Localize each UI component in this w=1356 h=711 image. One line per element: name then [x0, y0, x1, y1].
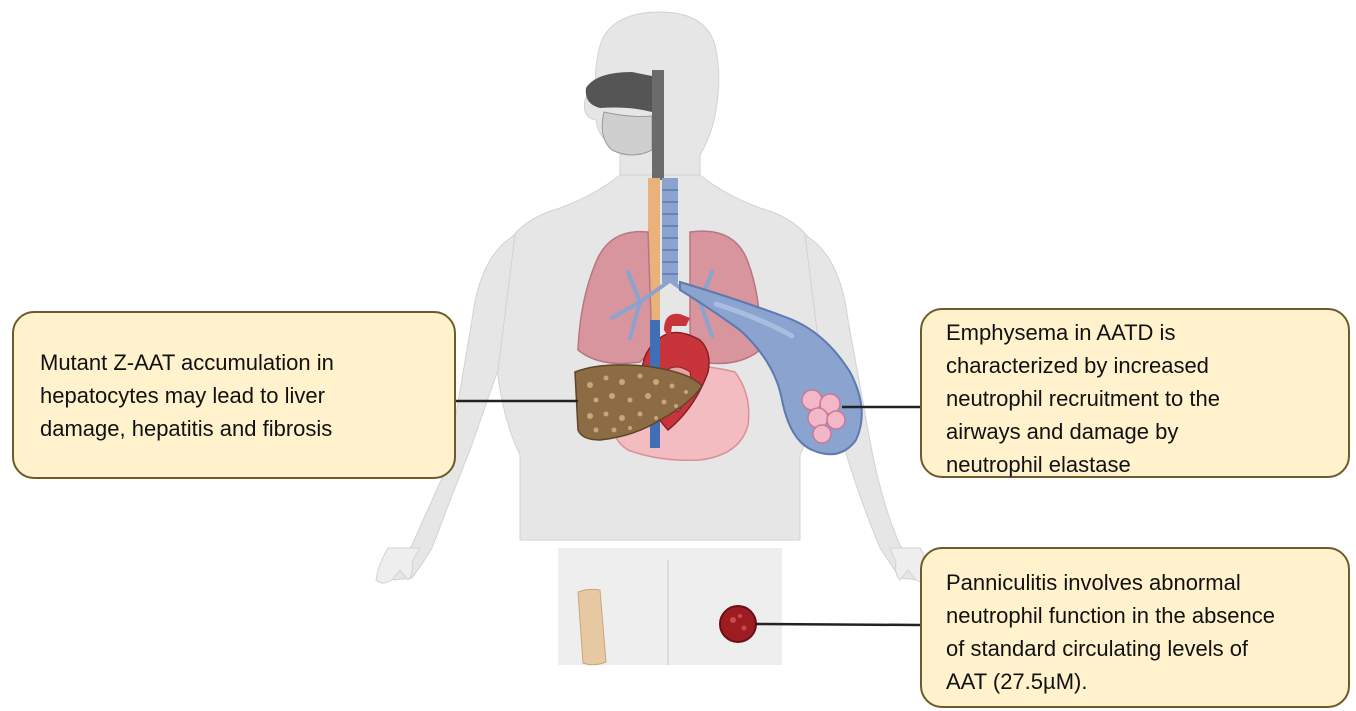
callout-emphysema-line: airways and damage by: [946, 415, 1348, 448]
callout-panniculitis-line: Panniculitis involves abnormal: [946, 566, 1348, 599]
callout-emphysema-line: characterized by increased: [946, 349, 1348, 382]
callout-emphysema-line: neutrophil elastase: [946, 448, 1348, 481]
callout-emphysema-line: neutrophil recruitment to the: [946, 382, 1348, 415]
callout-emphysema-line: Emphysema in AATD is: [946, 316, 1348, 349]
callout-liver-line: hepatocytes may lead to liver: [40, 379, 454, 412]
callout-panniculitis-line: AAT (27.5µM).: [946, 665, 1348, 698]
connector-panniculitis: [756, 624, 920, 625]
callout-liver: Mutant Z-AAT accumulation in hepatocytes…: [12, 311, 456, 479]
skin-lesion: [720, 606, 756, 642]
callout-liver-line: Mutant Z-AAT accumulation in: [40, 346, 454, 379]
trachea: [662, 178, 678, 283]
callout-liver-line: damage, hepatitis and fibrosis: [40, 412, 454, 445]
callout-panniculitis: Panniculitis involves abnormal neutrophi…: [920, 547, 1350, 708]
callout-panniculitis-line: of standard circulating levels of: [946, 632, 1348, 665]
callout-panniculitis-line: neutrophil function in the absence: [946, 599, 1348, 632]
callout-emphysema: Emphysema in AATD is characterized by in…: [920, 308, 1350, 478]
